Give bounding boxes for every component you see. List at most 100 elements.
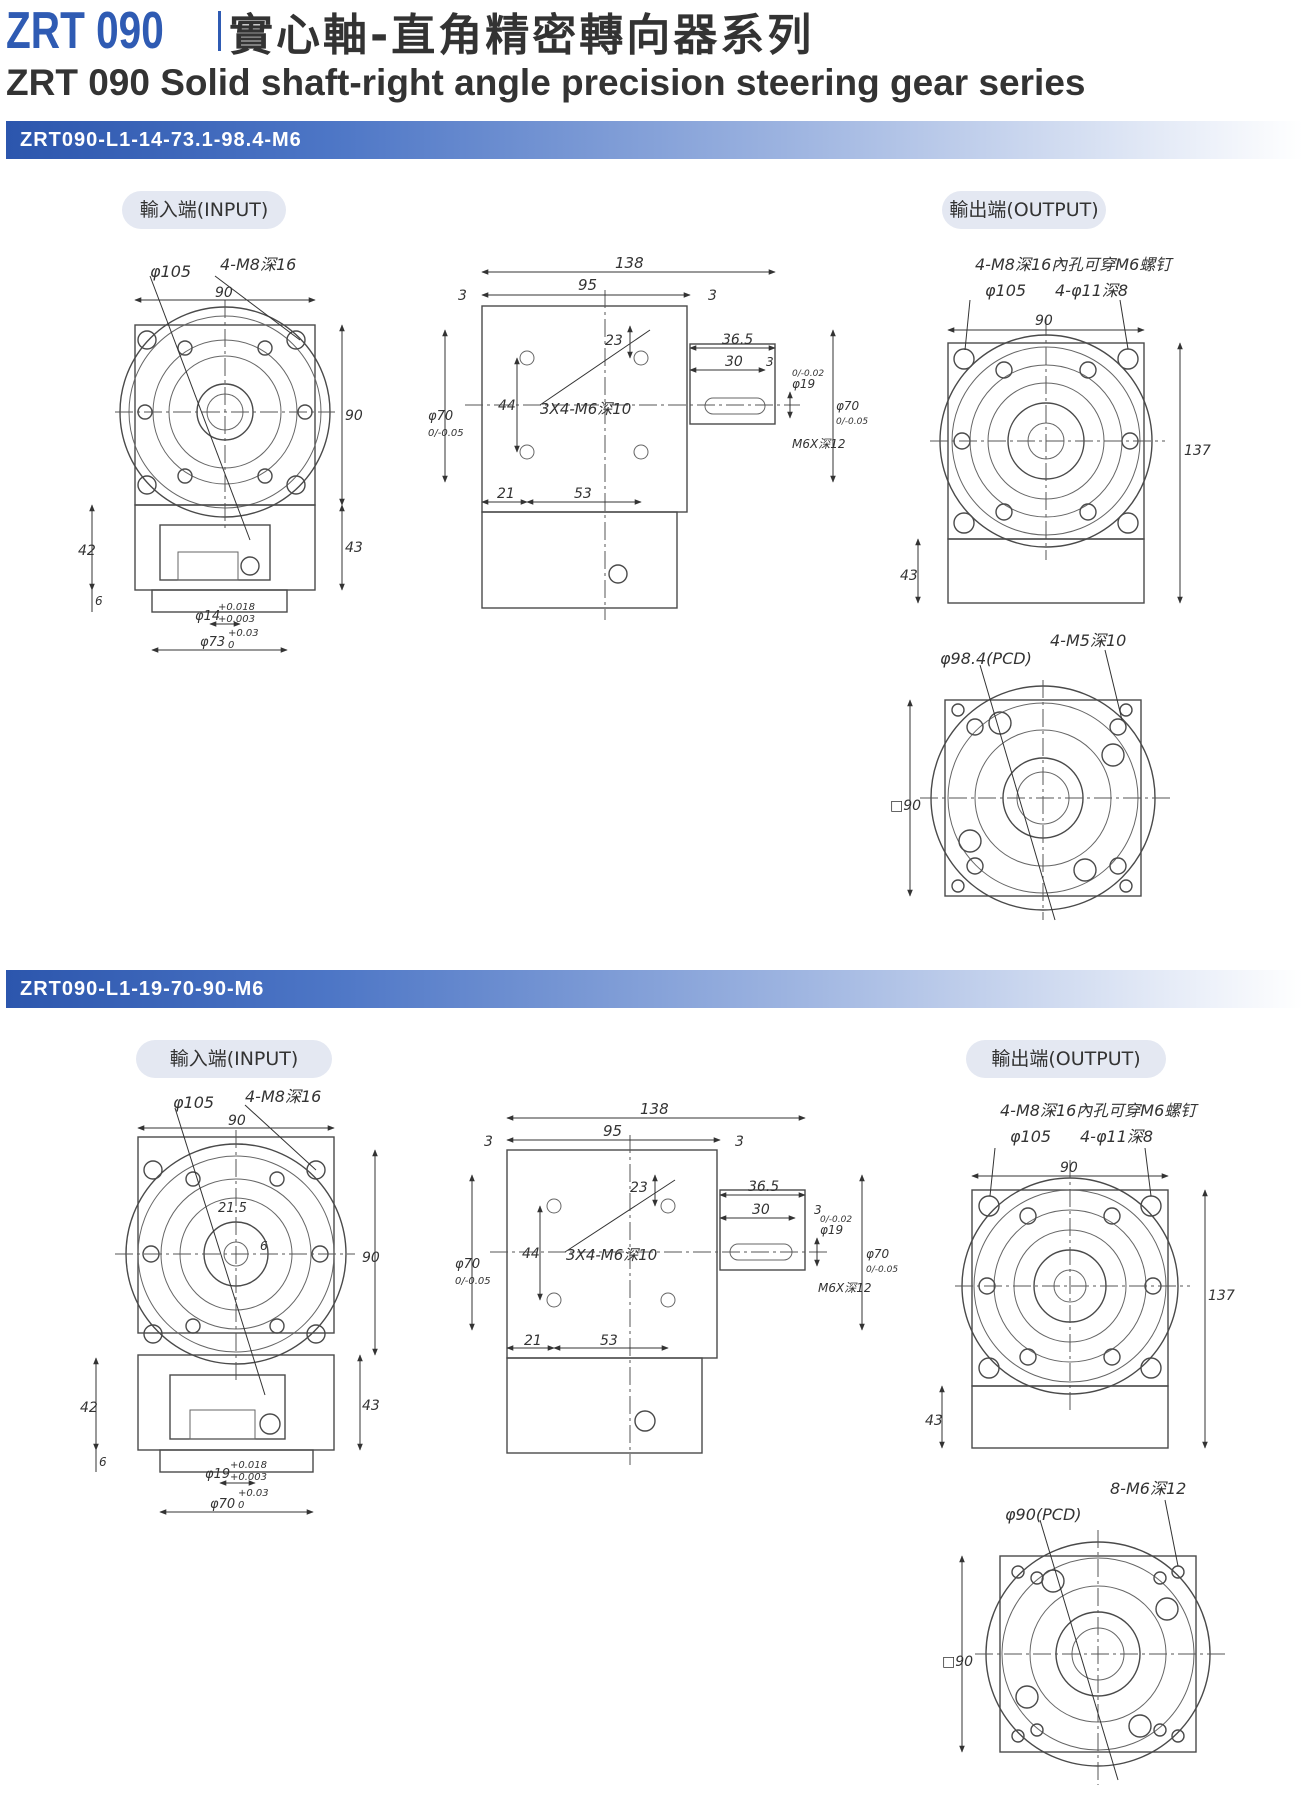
input1-pilot: φ73 [200, 635, 225, 650]
side1-key: M6X深12 [792, 437, 845, 451]
side1-l3a: 3 [458, 288, 467, 304]
input1-w90: 90 [215, 285, 233, 301]
input1-holes: 4-M8深16 [220, 255, 296, 274]
input2-h90: 90 [362, 1250, 380, 1266]
side1-d19: φ19 [792, 377, 815, 391]
output1-h137: 137 [1184, 443, 1211, 459]
side2-l3a: 3 [484, 1134, 493, 1150]
input2-h43: 43 [362, 1398, 380, 1414]
side2-l23: 23 [630, 1180, 648, 1196]
input2-key2: 21.5 [218, 1201, 247, 1216]
input2-shaft-tol-up: +0.018 [230, 1460, 267, 1471]
side1-d70r-tol: 0/-0.05 [836, 417, 868, 427]
output2-holes2: 4-φ11深8 [1080, 1127, 1153, 1146]
input1-pilot-tol-up: +0.03 [228, 628, 259, 639]
bottom2-holes: 8-M6深12 [1110, 1479, 1186, 1498]
side2-d70r: φ70 [866, 1247, 890, 1261]
input2-key: 6 [260, 1239, 268, 1253]
input2-h42: 42 [80, 1400, 98, 1416]
input2-shaft: φ19 [205, 1467, 230, 1482]
input2-pilot: φ70 [210, 1497, 235, 1512]
side1-d19-tol: 0/-0.02 [792, 369, 824, 379]
side1-l3b: 3 [708, 288, 717, 304]
side1-d70: φ70 [428, 409, 453, 424]
input-label-1: 輸入端(INPUT) [122, 191, 286, 229]
side1-l138: 138 [615, 254, 644, 272]
output2-w90: 90 [1060, 1160, 1078, 1176]
side2-d19: φ19 [820, 1223, 843, 1237]
input-view-1: φ105 4-M8深16 90 90 43 42 6 φ14 +0.018 +0… [78, 255, 363, 653]
side2-d70r-tol: 0/-0.05 [866, 1265, 898, 1275]
bottom1-holes: 4-M5深10 [1050, 631, 1126, 650]
side2-holes: 3X4-M6深10 [566, 1246, 657, 1264]
side2-d70-tol: 0/-0.05 [455, 1276, 491, 1287]
input1-shaft-tol-lo: +0.003 [218, 614, 255, 625]
bottom1-pcd: φ98.4(PCD) [940, 649, 1032, 668]
bottom2-sq: □90 [942, 1654, 973, 1670]
side1-l95: 95 [578, 276, 597, 294]
output1-holes2: 4-φ11深8 [1055, 281, 1128, 300]
side1-l3c: 3 [766, 355, 774, 369]
side2-l95: 95 [603, 1122, 622, 1140]
side1-holes: 3X4-M6深10 [540, 400, 631, 418]
output-label-2: 輸出端(OUTPUT) [966, 1040, 1166, 1078]
side1-l30: 30 [725, 354, 743, 370]
input2-w90: 90 [228, 1113, 246, 1129]
bottom2-pcd: φ90(PCD) [1005, 1505, 1082, 1524]
output-view-2: 4-M8深16內孔可穿M6螺钉 φ105 4-φ11深8 90 137 43 [925, 1101, 1235, 1449]
side2-l36: 36.5 [748, 1179, 779, 1195]
input2-holes: 4-M8深16 [245, 1087, 321, 1106]
input2-pilot-tol-up: +0.03 [238, 1488, 269, 1499]
output-view-1: 4-M8深16內孔可穿M6螺钉 φ105 4-φ11深8 90 137 43 [900, 255, 1211, 604]
bottom-view-2: φ90(PCD) 8-M6深12 □90 [942, 1479, 1225, 1785]
input1-h43: 43 [345, 540, 363, 556]
side2-d70: φ70 [455, 1257, 480, 1272]
bottom1-sq: □90 [890, 798, 921, 814]
output1-w90: 90 [1035, 313, 1053, 329]
output1-holes: 4-M8深16內孔可穿M6螺钉 [975, 255, 1174, 274]
side2-d19-tol: 0/-0.02 [820, 1215, 852, 1225]
input2-shaft-tol-lo: +0.003 [230, 1472, 267, 1483]
input1-shaft-tol-up: +0.018 [218, 602, 255, 613]
input1-d105: φ105 [150, 262, 191, 281]
side2-l3c: 3 [814, 1203, 822, 1217]
side2-l138: 138 [640, 1100, 669, 1118]
side1-l21: 21 [497, 486, 515, 502]
side1-l36: 36.5 [722, 332, 753, 348]
input1-h6: 6 [95, 594, 103, 608]
input1-pilot-tol-lo: 0 [228, 640, 234, 651]
side1-d70r: φ70 [836, 399, 860, 413]
side1-l44: 44 [498, 398, 516, 414]
input1-shaft: φ14 [195, 609, 220, 624]
input-view-2: φ105 4-M8深16 90 90 43 42 6 21.5 6 φ19 +0… [80, 1087, 380, 1515]
output2-holes: 4-M8深16內孔可穿M6螺钉 [1000, 1101, 1199, 1120]
output2-h43: 43 [925, 1413, 943, 1429]
title-divider [218, 11, 221, 51]
title-english: ZRT 090 Solid shaft-right angle precisio… [6, 62, 1086, 103]
side1-d70-tol: 0/-0.05 [428, 428, 464, 439]
input1-h42: 42 [78, 543, 96, 559]
side2-l44: 44 [522, 1246, 540, 1262]
side1-l23: 23 [605, 333, 623, 349]
side1-l53: 53 [574, 486, 592, 502]
side2-key: M6X深12 [818, 1281, 871, 1295]
input2-h6: 6 [99, 1455, 107, 1469]
title-chinese: 實心軸-直角精密轉向器系列 [229, 10, 815, 61]
output1-d105: φ105 [985, 281, 1026, 300]
side2-l53: 53 [600, 1333, 618, 1349]
side-view-2: 138 95 3 3 23 44 3X4-M6深10 21 53 36.5 30… [455, 1100, 898, 1465]
input1-h90: 90 [345, 408, 363, 424]
section-banner-2: ZRT090-L1-19-70-90-M6 [6, 970, 1303, 1008]
input2-d105: φ105 [173, 1093, 214, 1112]
output1-h43: 43 [900, 568, 918, 584]
output-label-1: 輸出端(OUTPUT) [942, 191, 1106, 229]
output2-h137: 137 [1208, 1288, 1235, 1304]
bottom-view-1: φ98.4(PCD) 4-M5深10 □90 [890, 631, 1170, 921]
input-label-2: 輸入端(INPUT) [136, 1040, 332, 1078]
side2-l3b: 3 [735, 1134, 744, 1150]
output2-d105: φ105 [1010, 1127, 1051, 1146]
section-banner-1: ZRT090-L1-14-73.1-98.4-M6 [6, 121, 1303, 159]
page-title: ZRT 090 實心軸-直角精密轉向器系列 [6, 0, 814, 62]
side-view-1: 138 95 3 3 23 44 3X4-M6深10 21 53 36.5 30… [428, 254, 868, 620]
